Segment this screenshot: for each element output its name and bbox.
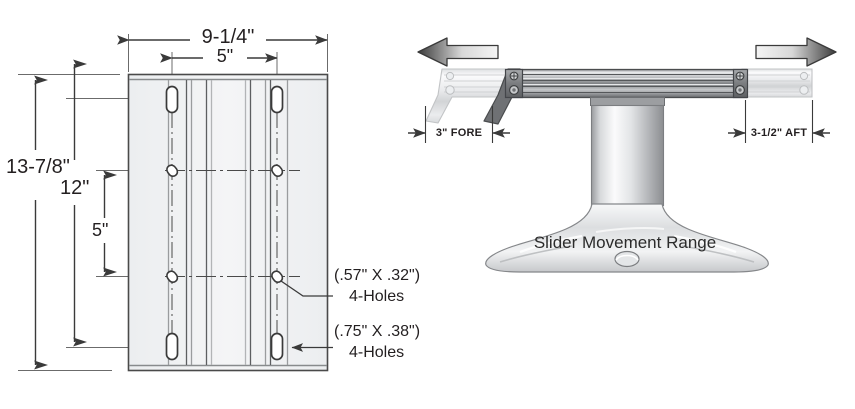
arrow-right-aft [755,37,837,67]
plate-ribs [167,80,289,365]
large-slot-holes [165,85,284,361]
dimension-label-hole-span-height: 12" [60,177,90,199]
callout-large-holes-size: (.75" X .38") [334,323,421,340]
pedestal [485,97,769,273]
callout-small-holes-count: 4-Holes [349,288,405,305]
hole-centerlines [171,86,278,360]
rail-ghost-fore [425,68,513,124]
rail-ghost-aft [741,68,813,98]
rail-screws [509,71,745,95]
dimension-label-mid-hole-spacing: 5" [92,220,109,240]
slider-movement-range-caption: Slider Movement Range [533,233,717,252]
slider-rail [483,68,749,125]
dimension-label-inner-hole-spacing: 5" [216,46,234,66]
callout-leaders [280,280,333,352]
arrow-left-fore [417,37,499,67]
fore-dimension-label: 3" FORE [435,127,483,139]
small-slot-holes [166,164,284,283]
callout-large-holes-count: 4-Holes [349,344,405,361]
mounting-plate-view [18,34,333,372]
slider-pedestal-view [408,37,837,273]
aft-dimension-label: 3-1/2" AFT [750,127,808,139]
dimension-label-overall-height: 13-7/8" [6,156,70,178]
callout-small-holes-size: (.57" X .32") [334,267,421,284]
plate-body [127,73,329,372]
dimension-label-overall-width: 9-1/4" [201,26,255,48]
